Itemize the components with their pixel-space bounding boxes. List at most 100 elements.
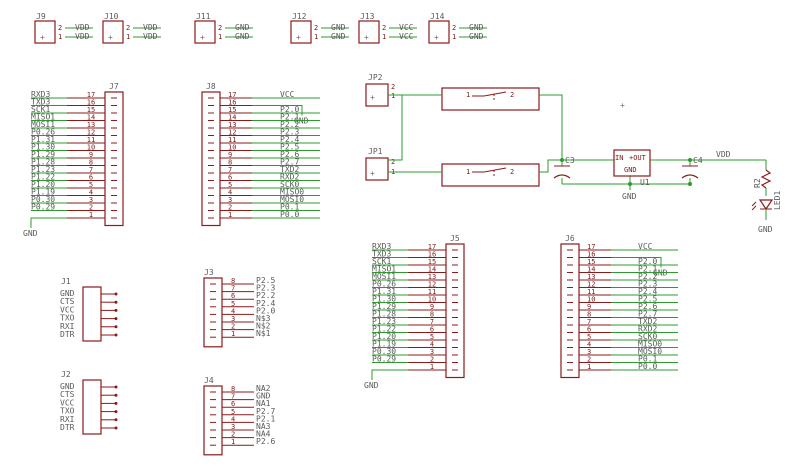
- net-label: P1.23: [372, 317, 396, 326]
- r2-ref: R2: [753, 178, 762, 188]
- pin-label: CTS: [60, 297, 75, 306]
- net-label: MOSI1: [31, 120, 55, 129]
- net-label: P1.29: [31, 150, 55, 159]
- net-label: NA2: [256, 384, 271, 393]
- pin-label: CTS: [60, 390, 75, 399]
- net-label: MISO0: [280, 188, 304, 197]
- ref-label: J12: [292, 12, 307, 21]
- net-label: P1.20: [31, 180, 55, 189]
- pin-label: DTR: [60, 330, 75, 339]
- plus-mark: +: [200, 33, 205, 42]
- net-label: P1.31: [31, 135, 55, 144]
- pin-number: 4: [430, 341, 434, 349]
- net-label: P2.0: [280, 105, 299, 114]
- pin-number: 4: [228, 189, 232, 197]
- switch-bottom-pin2: 2: [510, 168, 514, 176]
- pin-number: 8: [430, 311, 434, 319]
- net-label: TXD2: [638, 317, 657, 326]
- net-label: P2.2: [638, 272, 657, 281]
- pin-number: 2: [452, 24, 456, 32]
- net-label: VDD: [75, 23, 90, 32]
- net-label: P0.0: [638, 362, 657, 371]
- power-section: JP2 2 1 + JP1 2 1 + 1 2 1 2: [365, 73, 782, 234]
- net-label: GND: [469, 32, 484, 41]
- pin-number: 15: [428, 258, 436, 266]
- u1-in-label: IN: [615, 154, 623, 162]
- net-label: P2.7: [256, 407, 275, 416]
- jp1-ref: JP1: [368, 147, 383, 156]
- pin-number: 13: [428, 273, 436, 281]
- net-label: RXD3: [372, 242, 391, 251]
- pin-number: 7: [587, 318, 591, 326]
- pin-number: 6: [587, 326, 591, 334]
- net-label: P1.19: [372, 340, 396, 349]
- pin-number: 1: [430, 363, 434, 371]
- net-label: P2.3: [638, 280, 657, 289]
- net-label: NA4: [256, 430, 271, 439]
- pin-number: 16: [428, 251, 436, 259]
- net-label: P2.2: [256, 291, 275, 300]
- ref-label: J1: [61, 277, 71, 286]
- net-label: RXD2: [638, 325, 657, 334]
- pin-label: RXI: [60, 322, 75, 331]
- pin-number: 9: [89, 151, 93, 159]
- pin-label: RXI: [60, 415, 75, 424]
- net-label: RXD2: [280, 173, 299, 182]
- pin-number: 2: [89, 204, 93, 212]
- ref-label: J7: [109, 82, 119, 91]
- pin-number: 2: [314, 24, 318, 32]
- pin-number: 1: [218, 33, 222, 41]
- net-label: VDD: [143, 32, 158, 41]
- ref-label: J8: [206, 82, 216, 91]
- net-label: P1.19: [31, 188, 55, 197]
- pin-number: 7: [228, 166, 232, 174]
- pin-number: 1: [58, 33, 62, 41]
- net-label: MISO1: [372, 265, 396, 274]
- switch-top-pin1: 1: [466, 91, 470, 99]
- net-label: P0.29: [372, 355, 396, 364]
- pin-number: 6: [231, 400, 235, 408]
- pin-number: 3: [430, 348, 434, 356]
- pin-number: 2: [382, 24, 386, 32]
- pin-number: 6: [430, 326, 434, 334]
- pin-number: 8: [587, 311, 591, 319]
- switch-top: [441, 87, 540, 111]
- net-label: P1.28: [372, 310, 396, 319]
- ref-label: J13: [360, 12, 375, 21]
- net-label: P2.6: [638, 302, 657, 311]
- net-label: GND: [331, 23, 346, 32]
- pin-number: 10: [228, 144, 236, 152]
- net-label: P2.4: [638, 287, 657, 296]
- header-j5: J517RXD316TXD315SCK114MISO113MOSI112P0.2…: [364, 234, 465, 390]
- plus-mark: +: [108, 33, 113, 42]
- pin-number: 16: [87, 99, 95, 107]
- pin-number: 2: [231, 431, 235, 439]
- net-label: MOSI0: [280, 195, 304, 204]
- pin-number: 12: [87, 129, 95, 137]
- pin-number: 11: [587, 288, 595, 296]
- net-label: P0.29: [31, 203, 55, 212]
- pin-number: 16: [228, 99, 236, 107]
- pin-label: GND: [60, 382, 75, 391]
- switch-bottom: [441, 163, 540, 187]
- pin-number: 3: [228, 196, 232, 204]
- pin-number: 1: [231, 438, 235, 446]
- regulator-u1: IN +OUT GND U1: [613, 149, 651, 187]
- led1-ref: LED1: [773, 191, 782, 210]
- plus-mark: +: [434, 33, 439, 42]
- pin-number: 9: [228, 151, 232, 159]
- net-label: P2.3: [280, 128, 299, 137]
- pin-number: 14: [87, 114, 95, 122]
- u1-ref: U1: [640, 178, 650, 187]
- pin-number: 17: [428, 243, 436, 251]
- ref-label: J10: [104, 12, 119, 21]
- net-label: VDD: [75, 32, 90, 41]
- pin-number: 15: [228, 106, 236, 114]
- pin-number: 4: [89, 189, 93, 197]
- pin-number: 2: [587, 356, 591, 364]
- pin-number: 11: [87, 136, 95, 144]
- pin-number: 9: [587, 303, 591, 311]
